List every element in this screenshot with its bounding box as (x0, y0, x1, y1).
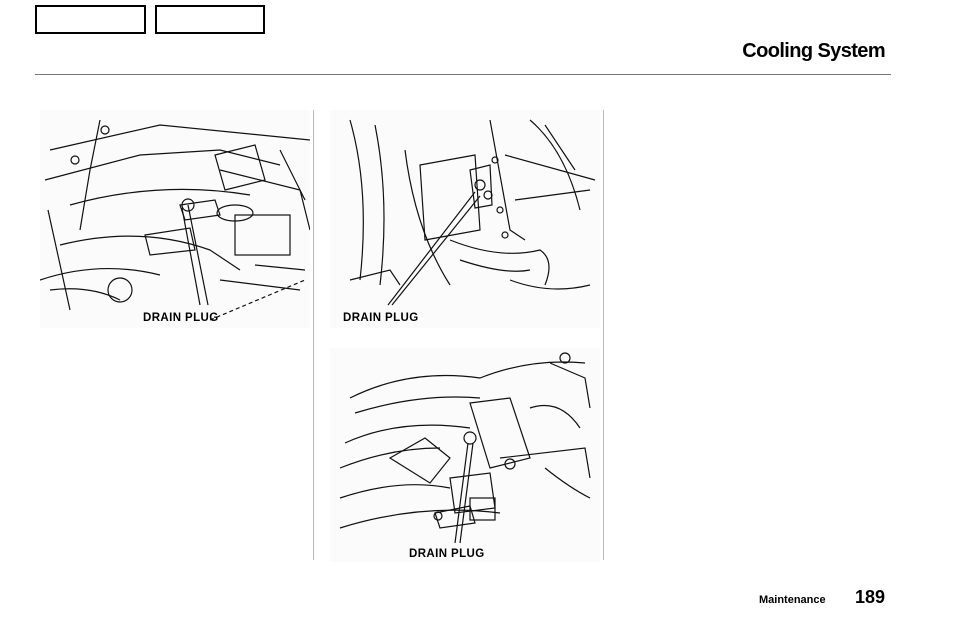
nav-button-1[interactable] (35, 5, 146, 34)
drain-plug-figure-2: DRAIN PLUG (330, 110, 600, 328)
figure-caption-2: DRAIN PLUG (343, 312, 419, 324)
title-divider (35, 74, 891, 75)
footer-section-label: Maintenance (759, 594, 826, 606)
figure-caption-1: DRAIN PLUG (143, 312, 219, 324)
drain-plug-illustration-2: DRAIN PLUG (343, 119, 596, 324)
drain-plug-figure-3: DRAIN PLUG (330, 348, 600, 562)
page-title: Cooling System (742, 40, 885, 62)
figure-caption-3: DRAIN PLUG (409, 548, 485, 560)
drain-plug-illustration-3: DRAIN PLUG (339, 352, 591, 560)
column-divider-left (313, 110, 314, 560)
drain-plug-figure-1: DRAIN PLUG (40, 110, 310, 328)
column-divider-right (603, 110, 604, 560)
page-number: 189 (855, 587, 886, 607)
drain-plug-illustration-1: DRAIN PLUG (40, 119, 310, 324)
nav-button-2[interactable] (155, 5, 265, 34)
